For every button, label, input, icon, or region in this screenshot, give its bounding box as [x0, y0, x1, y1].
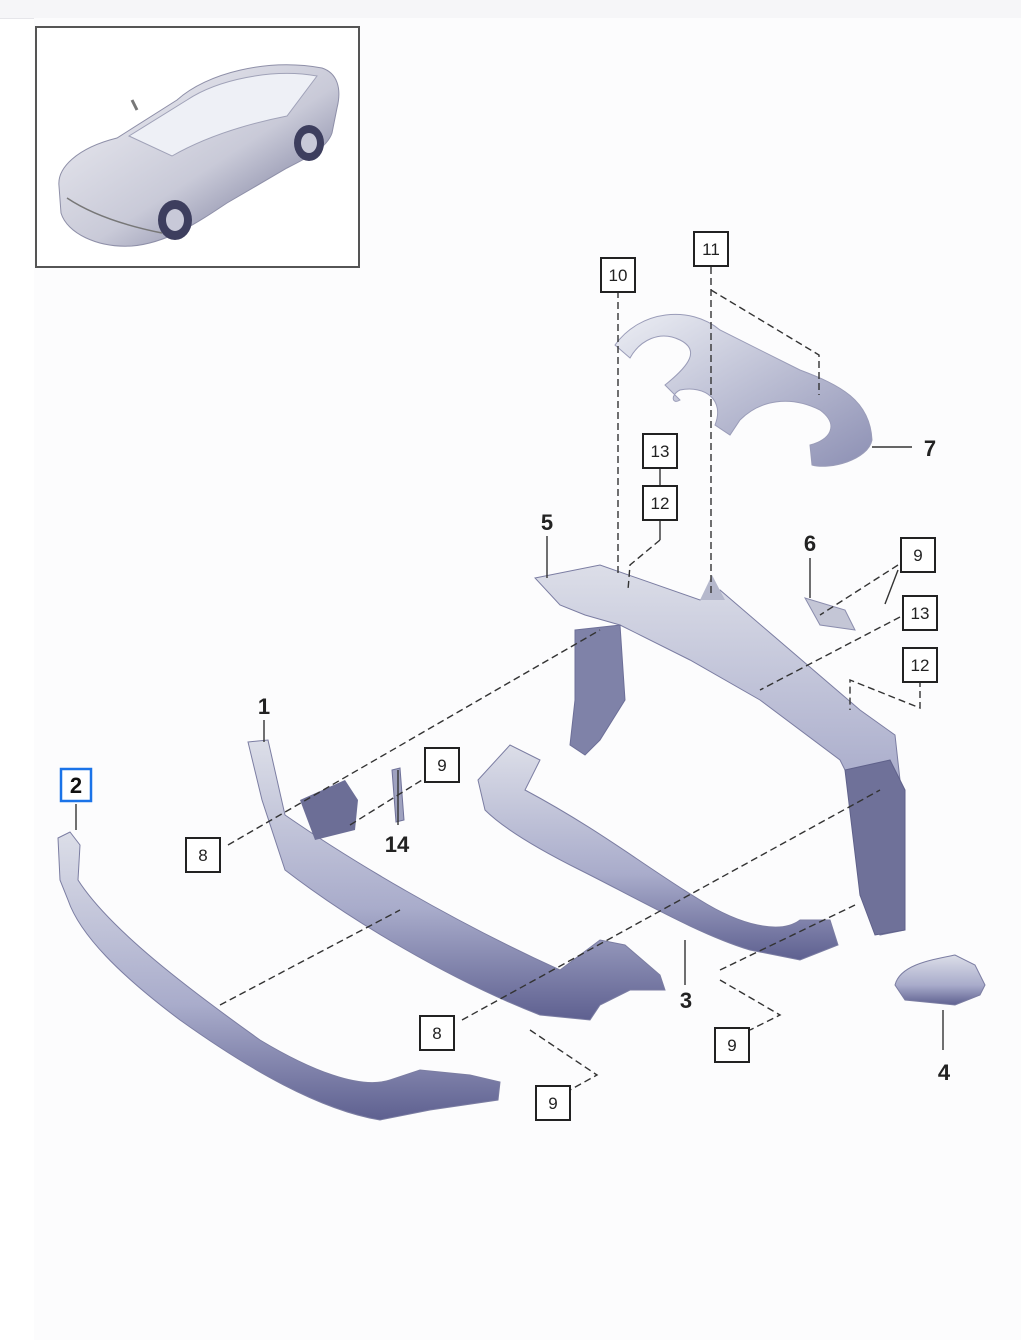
part-side-bracket: [894, 954, 986, 1006]
callout-8[interactable]: 8: [419, 1015, 455, 1051]
callout-13[interactable]: 13: [642, 433, 678, 469]
callout-12[interactable]: 12: [642, 485, 678, 521]
svg-text:10: 10: [609, 266, 628, 285]
callout-11[interactable]: 11: [693, 231, 729, 267]
car-thumbnail-icon: [58, 64, 340, 247]
svg-text:12: 12: [911, 656, 930, 675]
plain-callouts: 7 5 6 1 14 3 4: [258, 436, 951, 1085]
svg-text:13: 13: [911, 604, 930, 623]
svg-text:11: 11: [702, 240, 720, 259]
callout-9[interactable]: 9: [714, 1027, 750, 1063]
svg-text:2: 2: [70, 773, 82, 798]
svg-text:9: 9: [548, 1094, 557, 1113]
part-lower-carrier: [477, 744, 839, 961]
boxed-callouts: 10 11 13 12 9 13 12 9: [185, 231, 938, 1121]
callout-9[interactable]: 9: [535, 1085, 571, 1121]
svg-text:13: 13: [651, 442, 670, 461]
callout-2-selected[interactable]: 2: [59, 767, 93, 803]
vehicle-thumbnail: [35, 26, 360, 268]
svg-text:12: 12: [651, 494, 670, 513]
callout-5[interactable]: 5: [541, 510, 553, 535]
callout-4[interactable]: 4: [938, 1060, 951, 1085]
leader-lines: [75, 267, 944, 1091]
callout-1[interactable]: 1: [258, 694, 270, 719]
callout-3[interactable]: 3: [680, 988, 692, 1013]
svg-text:8: 8: [432, 1024, 441, 1043]
callout-10[interactable]: 10: [600, 257, 636, 293]
svg-text:9: 9: [913, 546, 922, 565]
part-air-guide: [614, 313, 873, 467]
part-lower-spoiler: [57, 831, 501, 1121]
svg-text:9: 9: [437, 756, 446, 775]
part-front-carrier: [534, 564, 906, 936]
callout-7[interactable]: 7: [924, 436, 936, 461]
callout-12[interactable]: 12: [902, 647, 938, 683]
callout-9[interactable]: 9: [900, 537, 936, 573]
callout-6[interactable]: 6: [804, 531, 816, 556]
svg-text:8: 8: [198, 846, 207, 865]
svg-text:9: 9: [727, 1036, 736, 1055]
callout-8[interactable]: 8: [185, 837, 221, 873]
callout-14[interactable]: 14: [385, 832, 410, 857]
callout-9[interactable]: 9: [424, 747, 460, 783]
part-bumper-beam: [247, 739, 666, 1021]
callout-13[interactable]: 13: [902, 595, 938, 631]
